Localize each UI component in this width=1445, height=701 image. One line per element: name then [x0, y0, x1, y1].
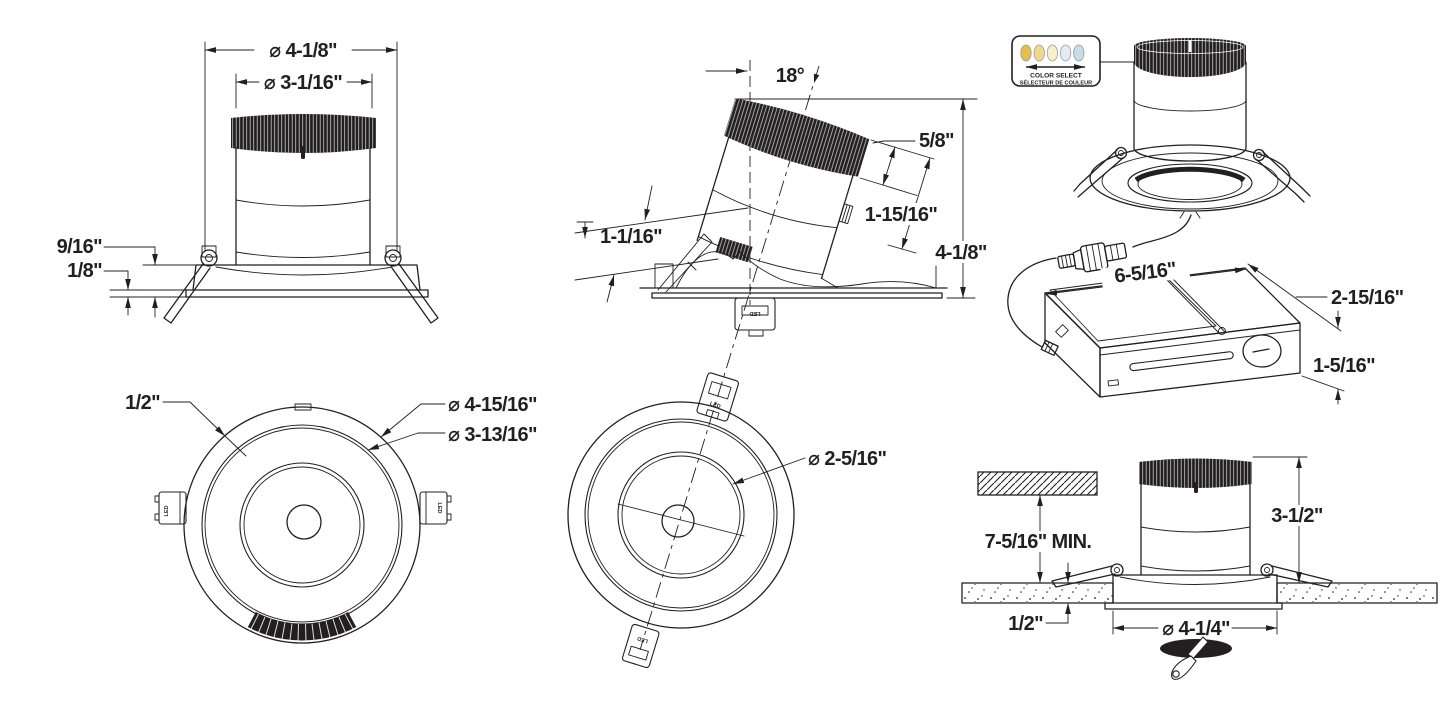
dim-flange-thickness: 1/8": [67, 260, 102, 282]
badge-line1: COLOR SELECT: [1030, 73, 1082, 80]
color-swatch-4: [1060, 44, 1072, 62]
downlight-perspective: [1073, 38, 1311, 212]
hatch-block: [977, 471, 1098, 496]
dim-min-clearance: 7-5/16" MIN.: [985, 531, 1092, 553]
tab-led-label: LED: [637, 635, 649, 644]
dim-box-length: 6-5/16": [1113, 258, 1177, 287]
dim-trim-face-diameter: ⌀ 3-13/16": [448, 424, 537, 446]
junction-box-view: 6-5/16" 2-15/16" 1-5/16": [1044, 257, 1404, 405]
dim-ceiling-thickness: 1/2": [1008, 613, 1043, 635]
dim-body-diameter: ⌀ 3-1/16": [264, 72, 343, 94]
color-select-badge: COLOR SELECT SÉLECTEUR DE COULEUR: [1011, 35, 1137, 87]
dim-overall-height: 4-1/8": [935, 242, 987, 264]
mounting-tab-left: LED: [154, 491, 187, 525]
vent-slot: [1129, 351, 1234, 372]
tilted-lamp-body: [696, 98, 870, 280]
dim-body-exposed: 1-15/16": [865, 204, 938, 226]
spring-clip-left: [163, 245, 218, 324]
knockout-circle: [1242, 334, 1282, 368]
mounting-tab-bottom: LED: [621, 623, 660, 669]
tab-led-label: LED: [164, 505, 170, 516]
dim-trim-outer-diameter: ⌀ 4-1/8": [269, 40, 337, 62]
dim-housing-height: 3-1/2": [1271, 505, 1323, 527]
led-tab: LED: [734, 297, 776, 337]
dim-bezel-height: 5/8": [919, 130, 954, 152]
dim-lens-diameter: ⌀ 2-5/16": [808, 448, 887, 470]
side-view: ⌀ 4-1/8" ⌀ 3-1/16": [57, 40, 439, 324]
mounting-tab-right: LED: [419, 491, 452, 525]
color-swatch-1: [1020, 44, 1032, 62]
dim-trim-ring-width: 1/2": [125, 392, 160, 414]
dim-box-height: 1-5/16": [1313, 355, 1375, 377]
depth-symbol-icon: [576, 221, 594, 239]
heatsink-band: [231, 114, 376, 159]
dim-flange-diameter: ⌀ 4-15/16": [448, 394, 537, 416]
install-view: 7-5/16" MIN. 3-1/2" 1/2" ⌀ 4-1/4": [961, 456, 1438, 680]
front-view: LED LED 1/2" ⌀ 4-15/16" ⌀ 3-13/16": [125, 392, 538, 644]
color-swatch-2: [1033, 44, 1045, 62]
heatsink-arc: [247, 611, 357, 642]
badge-line2: SÉLECTEUR DE COULEUR: [1020, 79, 1092, 87]
tab-led-label: LED: [436, 503, 442, 514]
tilt-view: LED 18° 5/8" 1-15/16" 1-1/16" 4-1/8": [574, 60, 990, 651]
dim-tilt-angle: 18°: [776, 65, 805, 87]
dim-box-depth: 2-15/16": [1331, 287, 1404, 309]
gimbal-axis-centerline: [639, 65, 820, 651]
dim-trim-depth: 9/16": [57, 236, 103, 258]
dim-cutout-diameter: ⌀ 4-1/4": [1162, 618, 1230, 640]
color-swatch-3: [1046, 44, 1059, 62]
tab-led-label: LED: [709, 401, 721, 410]
perspective-view: COLOR SELECT SÉLECTEUR DE COULEUR: [1007, 35, 1311, 356]
screwdriver-icon: [1160, 636, 1232, 680]
ceiling-section: [961, 582, 1438, 604]
lens-view: LED LED ⌀ 2-5/16": [567, 372, 887, 669]
recessed-fixture-section: [1051, 458, 1333, 610]
spring-clip-right: [384, 245, 439, 324]
dim-regress-depth: 1-1/16": [600, 226, 662, 248]
color-swatch-5: [1073, 44, 1085, 62]
mounting-tab-top: LED: [696, 372, 739, 422]
tab-led-label: LED: [749, 310, 760, 316]
